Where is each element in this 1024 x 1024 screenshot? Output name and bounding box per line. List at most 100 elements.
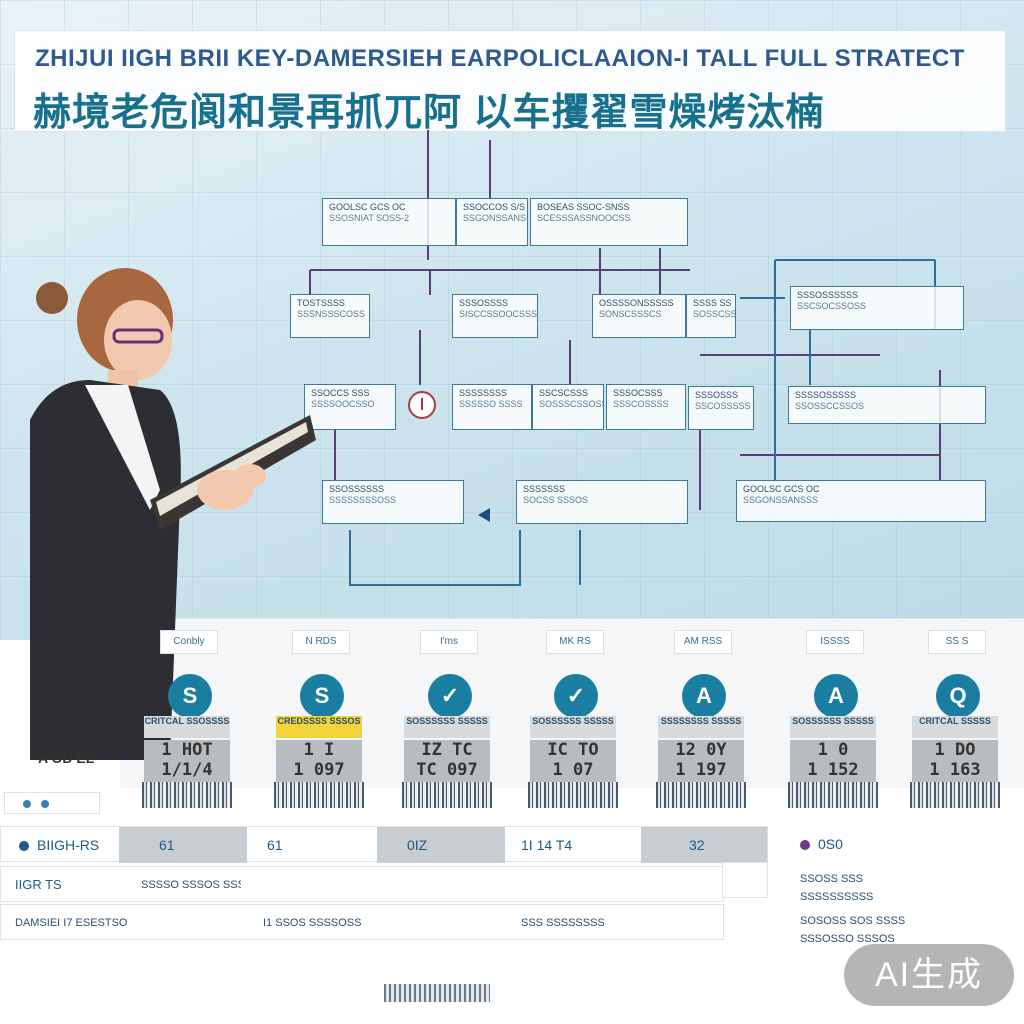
barcode-icon bbox=[274, 782, 364, 808]
card-label: SOSSSSSS SSSSS bbox=[404, 716, 490, 738]
table-row[interactable]: BIIGH-RS 61 61 0IZ 1I 14 T4 32 bbox=[0, 826, 768, 863]
row-label: IIGR TS bbox=[15, 877, 62, 892]
table-cell: SSS SSSSSSSS bbox=[521, 917, 605, 929]
node-line1: SSOCCS SSS bbox=[311, 388, 370, 398]
status-dot-icon bbox=[23, 800, 31, 809]
node-line2: SSCSOCSSOSS bbox=[797, 301, 867, 311]
node-line2: SISCCSSOOCSSS bbox=[459, 309, 538, 319]
node-line1: SSSSOSSSSS bbox=[795, 390, 857, 400]
node-line1: SSCSCSSS bbox=[539, 388, 589, 398]
node-line1: SSSOCSSS bbox=[613, 388, 663, 398]
barcode-icon bbox=[656, 782, 746, 808]
status-dot-icon bbox=[41, 800, 50, 809]
card-label: CREDSSSS SSSOS bbox=[276, 716, 362, 738]
card-emblem-icon: Q bbox=[936, 674, 980, 718]
node-line1: GOOLSC GCS OC bbox=[743, 484, 820, 494]
side-note: SSSSSSSSSS bbox=[800, 891, 874, 903]
flow-node: SSSOSSS SSCOSSSSS bbox=[688, 386, 754, 430]
expand-button[interactable] bbox=[722, 862, 768, 898]
ai-generated-watermark: AI生成 bbox=[844, 944, 1014, 1006]
table-cell: 61 bbox=[119, 827, 247, 863]
node-line1: OSSSSONSSSSS bbox=[599, 298, 674, 308]
node-line1: SSSOSSSS bbox=[459, 298, 509, 308]
barcode-icon bbox=[142, 782, 232, 808]
woman-illustration bbox=[30, 268, 316, 760]
flow-node: BOSEAS SSOC-SNSS SCESSSASSNOOCSS bbox=[530, 198, 688, 246]
card-tab[interactable]: SS S bbox=[928, 630, 986, 654]
flow-node: GOOLSC GCS OC SSOSNIAT SOSS-2 bbox=[322, 198, 456, 246]
node-line1: TOSTSSSS bbox=[297, 298, 345, 308]
table-cell: 1I 14 T4 bbox=[521, 837, 573, 853]
node-line2: SSOSNIAT SOSS-2 bbox=[329, 213, 410, 223]
barcode-icon bbox=[910, 782, 1000, 808]
node-line1: BOSEAS SSOC-SNSS bbox=[537, 202, 630, 212]
flow-node: SSSOSSSSSS SSCSOCSSOSS bbox=[790, 286, 964, 330]
title-english: ZHIJUI IIGH BRII KEY-DAMERSIEH EARPOLICL… bbox=[35, 45, 965, 72]
card-label: SSSSSSSS SSSSS bbox=[658, 716, 744, 738]
node-line1: SSSSSSS bbox=[523, 484, 566, 494]
card-tab[interactable]: AM RSS bbox=[674, 630, 732, 654]
card-tab[interactable]: MK RS bbox=[546, 630, 604, 654]
card-tab[interactable]: ISSSS bbox=[806, 630, 864, 654]
node-line1: SSSSSSSS bbox=[459, 388, 508, 398]
card-tab[interactable]: Conbly bbox=[160, 630, 218, 654]
barcode-icon bbox=[788, 782, 878, 808]
table-row[interactable]: IIGR TS SSSSO SSSOS SSSSS bbox=[0, 866, 724, 902]
node-line2: SOSSSCSSOSS bbox=[539, 399, 604, 409]
card-tab[interactable]: N RDS bbox=[292, 630, 350, 654]
node-line2: SSSCOSSSS bbox=[613, 399, 669, 409]
table-row[interactable]: DAMSIEI I7 ESESTSO I1 SSOS SSSSOSS SSS S… bbox=[0, 904, 724, 940]
table-cell: I1 SSOS SSSSOSS bbox=[263, 917, 362, 929]
node-line1: SSSS SS bbox=[693, 298, 732, 308]
flow-node: SSSS SS SOSSCSSSOMSSS bbox=[686, 294, 736, 338]
side-note: SSOSS SSS bbox=[800, 873, 863, 885]
flow-node: SSSSOSSSSS SSOSSCCSSOS bbox=[788, 386, 986, 424]
table-cell: 0IZ bbox=[377, 827, 505, 863]
flow-node: GOOLSC GCS OC SSGONSSANSSS bbox=[736, 480, 986, 522]
barcode-icon bbox=[402, 782, 492, 808]
node-line1: SSSOSSSSSS bbox=[797, 290, 859, 300]
flow-node: SSCSCSSS SOSSSCSSOSS bbox=[532, 384, 604, 430]
side-note: SSSOSSO SSSOS bbox=[800, 933, 895, 945]
flow-node: SSOCCS SSS SSSSOOCSSO bbox=[304, 384, 396, 430]
status-dot-icon bbox=[800, 840, 810, 851]
card-emblem-icon: ✓ bbox=[428, 674, 472, 718]
card-tab[interactable]: I'ms bbox=[420, 630, 478, 654]
node-line2: SSGONSSANSSS bbox=[463, 213, 527, 223]
card-emblem-icon: S bbox=[300, 674, 344, 718]
node-line1: SSOCCOS S/S bbox=[463, 202, 526, 212]
arrow-icon bbox=[478, 508, 490, 522]
flow-node: SSOCCOS S/S SSGONSSANSSS bbox=[456, 198, 528, 246]
card-label: SOSSSSSS SSSSS bbox=[530, 716, 616, 738]
node-line2: SOSSCSSSOMSSS bbox=[693, 309, 736, 319]
flow-node: SSSOCSSS SSSCOSSSS bbox=[606, 384, 686, 430]
table-row-extra[interactable]: 0S0 bbox=[790, 826, 1020, 862]
table-cell: 0S0 bbox=[800, 826, 1010, 862]
card-emblem-icon: A bbox=[682, 674, 726, 718]
node-line2: SSSNSSSCOSS bbox=[297, 309, 366, 319]
table-cell: SSSSO SSSOS SSSSS bbox=[141, 879, 241, 891]
flow-node: SSSSSSSS SSSSSO SSSS bbox=[452, 384, 532, 430]
row-label: BIIGH-RS bbox=[19, 827, 129, 863]
card-emblem-icon: ✓ bbox=[554, 674, 598, 718]
node-line2: SSSSOOCSSO bbox=[311, 399, 375, 409]
node-line2: SSGONSSANSSS bbox=[743, 495, 819, 505]
flow-node: SSOSSSSSS SSSSSSSSOSS bbox=[322, 480, 464, 524]
card-label: SOSSSSSS SSSSS bbox=[790, 716, 876, 738]
node-line2: SOCSS SSSOS bbox=[523, 495, 589, 505]
table-cell: 32 bbox=[641, 827, 767, 863]
node-line2: SSSSSSSSOSS bbox=[329, 495, 397, 505]
node-line1: SSOSSSSSS bbox=[329, 484, 385, 494]
